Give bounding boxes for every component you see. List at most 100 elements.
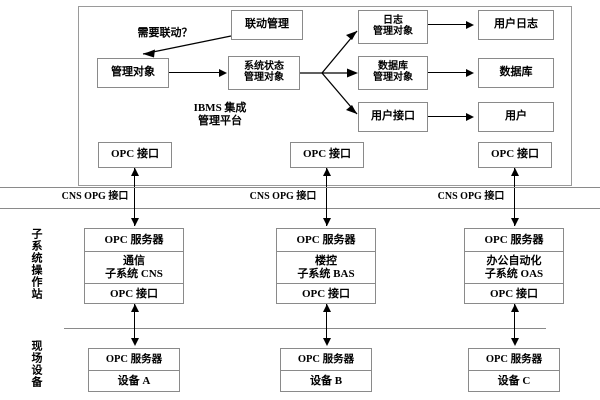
subsystem-unit-oas: OPC 服务器 办公自动化 子系统 OAS OPC 接口 xyxy=(464,228,564,304)
node-user-label: 用户 xyxy=(505,110,527,123)
subsystem-bas-name-line2: 子系统 BAS xyxy=(297,267,355,280)
arrow-ui-to-user xyxy=(466,113,474,121)
device-b-name-label: 设备 B xyxy=(309,375,343,388)
ibms-opc-interface-right-label: OPC 接口 xyxy=(491,148,539,161)
connector-bus-to-opc-right xyxy=(514,168,516,208)
bus-label-mid: CNS OPG 接口 xyxy=(249,191,317,202)
arrow-sub2-to-deviceB xyxy=(323,338,331,346)
arrow-managed-to-state xyxy=(219,69,227,77)
arrow-bus-to-opc-left xyxy=(131,168,139,176)
node-managed-object: 管理对象 xyxy=(97,58,169,88)
node-user: 用户 xyxy=(478,102,554,132)
device-c-name: 设备 C xyxy=(469,370,559,392)
subsystem-bas-server-label: OPC 服务器 xyxy=(296,233,356,246)
arrow-field-to-sub2 xyxy=(323,304,331,312)
bus-label-left: CNS OPG 接口 xyxy=(61,191,129,202)
node-user-interface-label: 用户接口 xyxy=(371,110,415,123)
ibms-opc-interface-left: OPC 接口 xyxy=(98,142,172,168)
connector-bus-to-opc-left xyxy=(134,168,136,208)
node-database: 数据库 xyxy=(478,58,554,88)
subsystem-cns-name-line2: 子系统 CNS xyxy=(105,267,163,280)
node-database-label: 数据库 xyxy=(499,66,533,79)
connector-bus-to-sub1 xyxy=(134,208,136,226)
subsystem-unit-cns: OPC 服务器 通信 子系统 CNS OPC 接口 xyxy=(84,228,184,304)
device-a-server: OPC 服务器 xyxy=(89,349,179,370)
node-log-object-line1: 日志 xyxy=(383,15,403,27)
device-unit-b: OPC 服务器 设备 B xyxy=(280,348,372,392)
ibms-opc-interface-right: OPC 接口 xyxy=(478,142,552,168)
subsystem-cns-server-label: OPC 服务器 xyxy=(104,233,164,246)
device-b-name: 设备 B xyxy=(281,370,371,392)
connector-sub1-to-deviceA xyxy=(134,328,136,344)
bus-label-right: CNS OPG 接口 xyxy=(437,191,505,202)
subsystem-cns-server: OPC 服务器 xyxy=(85,229,183,251)
arrow-bus-to-sub2 xyxy=(323,218,331,226)
arrow-dbobj-to-db xyxy=(466,69,474,77)
subsystem-unit-bas: OPC 服务器 楼控 子系统 BAS OPC 接口 xyxy=(276,228,376,304)
node-linkage-management: 联动管理 xyxy=(231,10,303,40)
node-system-state-object-line1: 系统状态 xyxy=(244,61,284,73)
device-b-server: OPC 服务器 xyxy=(281,349,371,370)
connector-dbobj-to-db xyxy=(428,72,466,74)
arrow-sub3-to-deviceC xyxy=(511,338,519,346)
subsystem-cns-name: 通信 子系统 CNS xyxy=(85,251,183,283)
node-system-state-object: 系统状态 管理对象 xyxy=(228,56,300,90)
platform-caption-line2: 管理平台 xyxy=(198,114,242,127)
platform-caption-line1: IBMS 集成 xyxy=(193,102,247,114)
arrow-bus-to-sub1 xyxy=(131,218,139,226)
arrow-sub1-to-deviceA xyxy=(131,338,139,346)
connector-ui-to-user xyxy=(428,116,466,118)
device-a-name-label: 设备 A xyxy=(117,375,151,388)
ibms-opc-interface-mid: OPC 接口 xyxy=(290,142,364,168)
field-layer-rule xyxy=(64,328,546,329)
connector-managed-to-state xyxy=(169,72,219,74)
arrow-log-to-userlog xyxy=(466,21,474,29)
subsystem-oas-interface-label: OPC 接口 xyxy=(490,287,538,300)
node-database-object-line2: 管理对象 xyxy=(373,72,413,83)
node-linkage-management-label: 联动管理 xyxy=(245,18,289,31)
platform-caption: IBMS 集成 管理平台 xyxy=(160,102,280,127)
bus-top-rule xyxy=(0,187,600,188)
device-b-server-label: OPC 服务器 xyxy=(297,353,355,365)
subsystem-bas-name: 楼控 子系统 BAS xyxy=(277,251,375,283)
ibms-opc-interface-left-label: OPC 接口 xyxy=(111,148,159,161)
connector-sub2-to-deviceB xyxy=(326,328,328,344)
connector-field-to-sub3 xyxy=(514,304,516,328)
condition-label: 需要联动？ xyxy=(137,27,193,39)
node-managed-object-label: 管理对象 xyxy=(111,66,155,79)
layer-label-field-devices: 现场设备 xyxy=(30,340,42,388)
subsystem-cns-name-line1: 通信 xyxy=(123,255,145,268)
device-a-name: 设备 A xyxy=(89,370,179,392)
subsystem-bas-interface: OPC 接口 xyxy=(277,283,375,304)
device-c-server-label: OPC 服务器 xyxy=(485,353,543,365)
connector-bus-to-sub3 xyxy=(514,208,516,226)
arrow-bus-to-sub3 xyxy=(511,218,519,226)
subsystem-bas-server: OPC 服务器 xyxy=(277,229,375,251)
subsystem-oas-server: OPC 服务器 xyxy=(465,229,563,251)
connector-field-to-sub2 xyxy=(326,304,328,328)
subsystem-cns-interface-label: OPC 接口 xyxy=(110,287,158,300)
connector-sub3-to-deviceC xyxy=(514,328,516,344)
arrow-field-to-sub1 xyxy=(131,304,139,312)
device-c-server: OPC 服务器 xyxy=(469,349,559,370)
arrow-bus-to-opc-right xyxy=(511,168,519,176)
subsystem-oas-name-line2: 子系统 OAS xyxy=(484,267,544,280)
arrow-field-to-sub3 xyxy=(511,304,519,312)
connector-log-to-userlog xyxy=(428,24,466,26)
node-log-object: 日志 管理对象 xyxy=(358,10,428,44)
connector-bus-to-opc-mid xyxy=(326,168,328,208)
subsystem-oas-name: 办公自动化 子系统 OAS xyxy=(465,251,563,283)
node-log-object-line2: 管理对象 xyxy=(373,26,413,37)
connector-bus-to-sub2 xyxy=(326,208,328,226)
ibms-opc-interface-mid-label: OPC 接口 xyxy=(303,148,351,161)
node-database-object: 数据库 管理对象 xyxy=(358,56,428,90)
subsystem-bas-interface-label: OPC 接口 xyxy=(302,287,350,300)
device-a-server-label: OPC 服务器 xyxy=(105,353,163,365)
layer-label-subsystem-station: 子系统操作站 xyxy=(30,228,42,300)
node-user-log: 用户日志 xyxy=(478,10,554,40)
subsystem-oas-server-label: OPC 服务器 xyxy=(484,233,544,246)
subsystem-oas-name-line1: 办公自动化 xyxy=(486,255,542,268)
node-user-interface: 用户接口 xyxy=(358,102,428,132)
subsystem-cns-interface: OPC 接口 xyxy=(85,283,183,304)
